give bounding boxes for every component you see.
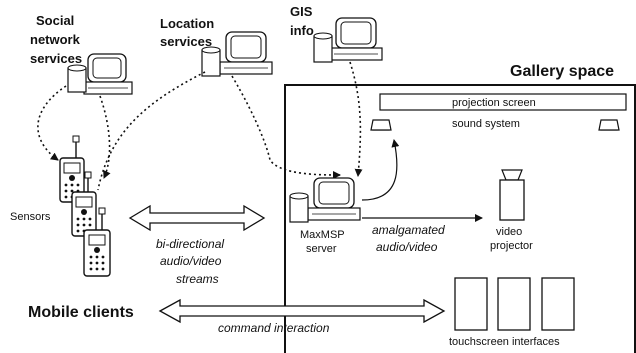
social-services-label: services bbox=[30, 51, 82, 66]
bidirectional-label: bi-directional bbox=[156, 237, 224, 251]
gallery-space-title: Gallery space bbox=[510, 63, 614, 80]
speaker-icon bbox=[370, 119, 392, 131]
touchscreen-panel bbox=[454, 277, 488, 331]
server-to-speaker-arrow bbox=[361, 139, 400, 201]
video-projector-label: video bbox=[496, 226, 522, 238]
mobile-clients-label: Mobile clients bbox=[28, 304, 134, 321]
amalgamated-label: audio/video bbox=[376, 240, 438, 254]
location-services-computer-icon bbox=[201, 31, 273, 77]
maxmsp-server-label: MaxMSP bbox=[300, 229, 345, 241]
sound-system-label: sound system bbox=[452, 118, 520, 130]
gis-info-label: info bbox=[290, 23, 314, 38]
maxmsp-server-computer-icon bbox=[289, 177, 361, 223]
social-services-label: network bbox=[30, 32, 81, 47]
touchscreen-panel bbox=[497, 277, 531, 331]
location-services-label: Location bbox=[160, 16, 214, 31]
social-services-label: Social bbox=[36, 13, 74, 28]
touchscreen-panel bbox=[541, 277, 575, 331]
video-projector-label: projector bbox=[490, 240, 533, 252]
mobile-phone-icon bbox=[71, 171, 97, 237]
gallery-space-boundary bbox=[284, 84, 636, 353]
amalgamated-label: amalgamated bbox=[372, 223, 445, 237]
command-interaction-label: command interaction bbox=[218, 321, 330, 335]
projection-screen-label: projection screen bbox=[452, 97, 536, 109]
touchscreen-interfaces-label: touchscreen interfaces bbox=[449, 336, 560, 348]
maxmsp-server-label: server bbox=[306, 243, 337, 255]
projection-screen bbox=[379, 93, 627, 111]
dotted-service-links bbox=[37, 61, 363, 191]
bidirectional-arrow bbox=[128, 204, 266, 232]
mobile-phone-icon bbox=[83, 207, 111, 277]
sensors-label: Sensors bbox=[10, 211, 51, 223]
bidirectional-label: audio/video bbox=[160, 254, 222, 268]
location-services-label: services bbox=[160, 34, 212, 49]
video-projector-icon bbox=[499, 169, 525, 221]
gis-info-computer-icon bbox=[313, 17, 383, 63]
bidirectional-label: streams bbox=[176, 272, 219, 286]
social-network-computer-icon bbox=[67, 53, 133, 95]
mobile-phone-icon bbox=[59, 135, 85, 203]
command-interaction-arrow bbox=[158, 298, 446, 324]
speaker-icon bbox=[598, 119, 620, 131]
gis-info-label: GIS bbox=[290, 4, 313, 19]
